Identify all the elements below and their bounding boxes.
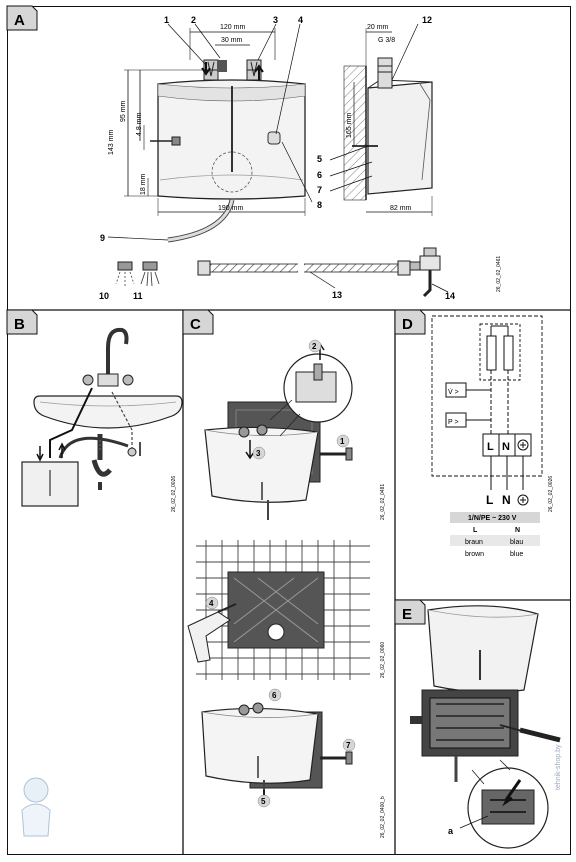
callout-10: 10 xyxy=(99,291,109,301)
supply-l: L xyxy=(486,493,493,507)
section-tag-b: B xyxy=(6,309,38,335)
svg-text:6: 6 xyxy=(272,691,277,700)
dim-95mm: 95 mm xyxy=(120,100,127,122)
panel-e-electrical-connection xyxy=(410,605,561,849)
code-d: 26_02_02_0026 xyxy=(548,476,554,512)
step-badge-2: 2 xyxy=(308,339,322,353)
callout-13: 13 xyxy=(332,290,342,300)
step-badge-3: 3 xyxy=(252,446,266,460)
terminal-n: N xyxy=(502,441,510,453)
callout-9: 9 xyxy=(100,233,105,243)
callout-7: 7 xyxy=(317,185,322,195)
step-badge-4: 4 xyxy=(205,596,219,610)
svg-text:D: D xyxy=(402,316,413,333)
step-badge-5: 5 xyxy=(257,794,271,808)
svg-text:1: 1 xyxy=(340,437,345,446)
svg-text:brown: brown xyxy=(465,551,484,558)
wire-color-table: 1/N/PE ~ 230 V L N braun blau brown blue xyxy=(450,512,540,558)
sensor-pressure: P > xyxy=(448,419,459,426)
callout-8: 8 xyxy=(317,200,322,210)
svg-text:B: B xyxy=(14,316,25,333)
dim-165mm: 165 mm xyxy=(346,113,353,138)
dim-20mm: 20 mm xyxy=(367,24,389,31)
callout-14: 14 xyxy=(445,291,455,301)
dim-143mm: 143 mm xyxy=(108,130,115,155)
panel-c-step-mounting xyxy=(204,342,353,520)
angle-valve xyxy=(409,247,449,298)
callout-4: 4 xyxy=(298,15,303,25)
svg-text:7: 7 xyxy=(346,741,351,750)
svg-text:blau: blau xyxy=(510,539,523,546)
code-b: 26_02_02_0026 xyxy=(171,476,177,512)
callout-3: 3 xyxy=(273,15,278,25)
section-tag-e: E xyxy=(394,599,426,625)
dim-g38: G 3/8 xyxy=(378,37,395,44)
dim-190mm: 190 mm xyxy=(218,205,243,212)
connection-hose xyxy=(197,260,411,289)
svg-text:blue: blue xyxy=(510,551,523,558)
sensor-flow: V̇ > xyxy=(448,388,459,396)
section-tag-c: C xyxy=(182,309,214,335)
callout-6: 6 xyxy=(317,170,322,180)
shower-heads xyxy=(115,261,160,287)
callout-1: 1 xyxy=(164,15,169,25)
callout-2: 2 xyxy=(191,15,196,25)
dim-82mm: 82 mm xyxy=(390,205,412,212)
panel-b-sink-installation xyxy=(21,327,183,507)
section-tag-d: D xyxy=(394,309,426,335)
step-badge-7: 7 xyxy=(342,738,356,752)
panel-c-step-wall-plate xyxy=(187,540,370,680)
svg-text:4: 4 xyxy=(209,599,214,608)
panel-c-step-connect xyxy=(201,702,353,806)
svg-text:L: L xyxy=(473,527,478,534)
watermark-text: tehnik-shop.by xyxy=(555,744,562,790)
svg-text:N: N xyxy=(515,527,520,534)
dim-30mm: 30 mm xyxy=(221,37,243,44)
dim-120mm: 120 mm xyxy=(220,24,245,31)
supply-n: N xyxy=(502,493,511,507)
svg-text:3: 3 xyxy=(256,449,261,458)
svg-text:braun: braun xyxy=(465,539,483,546)
page-frame xyxy=(7,6,571,855)
callout-5: 5 xyxy=(317,154,322,164)
section-tag-a: A xyxy=(6,5,38,31)
svg-text:A: A xyxy=(14,12,25,29)
code-a: 26_02_02_0461 xyxy=(496,256,502,292)
svg-text:5: 5 xyxy=(261,797,266,806)
code-c-mid: 26_02_02_0060 xyxy=(380,642,386,678)
svg-text:2: 2 xyxy=(312,342,317,351)
dim-18mm: 18 mm xyxy=(140,173,147,195)
panel-a-front-view xyxy=(107,23,313,243)
code-c-top: 26_02_02_0481 xyxy=(380,484,386,520)
code-c-bot: 26_02_02_0400_b xyxy=(380,796,386,838)
step-badge-1: 1 xyxy=(336,434,350,448)
callout-12: 12 xyxy=(422,15,432,25)
label-a: a xyxy=(448,826,454,836)
svg-text:E: E xyxy=(402,606,412,623)
shop-logo xyxy=(21,777,51,837)
step-badge-6: 6 xyxy=(268,688,282,702)
panel-a-side-view xyxy=(329,23,433,216)
svg-text:1/N/PE ~ 230 V: 1/N/PE ~ 230 V xyxy=(468,515,517,522)
dim-4-8mm: 4.8 mm xyxy=(136,112,143,136)
callout-11: 11 xyxy=(133,291,143,301)
terminal-l: L xyxy=(487,441,494,453)
panel-d-wiring-diagram xyxy=(431,315,543,506)
svg-text:C: C xyxy=(190,316,201,333)
